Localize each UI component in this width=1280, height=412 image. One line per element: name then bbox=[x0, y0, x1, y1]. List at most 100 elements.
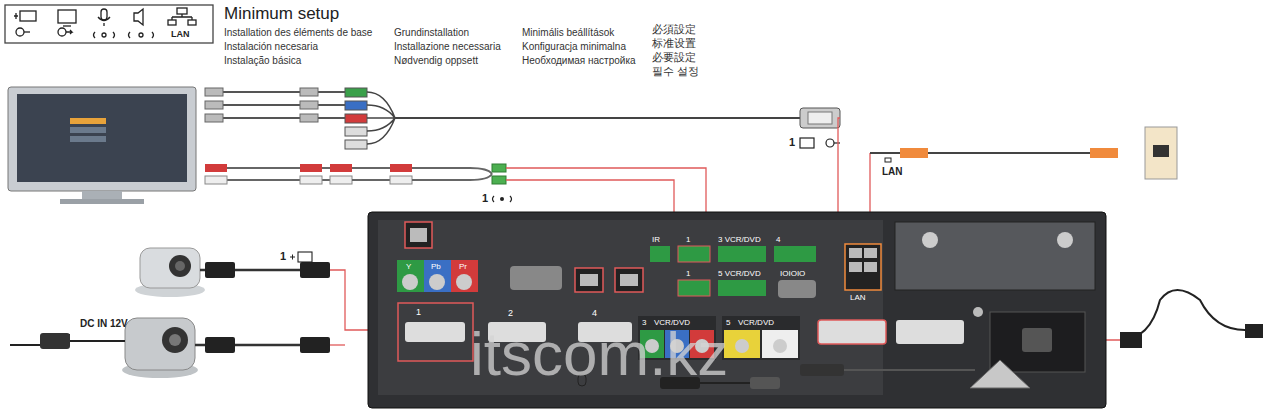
codec-rear-panel bbox=[895, 222, 1095, 290]
video-cables bbox=[205, 88, 840, 149]
codec-rear-panel bbox=[378, 220, 883, 395]
icon-strip bbox=[20, 11, 36, 21]
port-label: IR bbox=[652, 235, 660, 244]
codec-rear-panel bbox=[1057, 232, 1073, 248]
icon-strip bbox=[139, 33, 143, 37]
port-label: Y bbox=[406, 262, 411, 271]
codec-rear-panel bbox=[650, 246, 670, 262]
codec-rear-panel bbox=[722, 316, 800, 360]
lan-cable bbox=[900, 148, 928, 158]
codec-rear-panel bbox=[451, 260, 478, 292]
power-label: DC IN 12V bbox=[80, 318, 128, 330]
power-and-mic bbox=[1245, 324, 1263, 338]
power-and-mic bbox=[750, 377, 780, 389]
codec-rear-panel bbox=[973, 307, 983, 317]
icon-strip bbox=[16, 28, 24, 36]
port-label: 1 bbox=[686, 235, 690, 244]
monitor-illustration bbox=[8, 87, 196, 204]
codec-rear-panel bbox=[580, 274, 598, 286]
audio-cables bbox=[300, 176, 322, 184]
translation: Nødvendig oppsett bbox=[394, 55, 478, 67]
codec-rear-panel bbox=[718, 246, 766, 262]
video-cables bbox=[300, 101, 318, 109]
codec-rear-panel bbox=[405, 222, 432, 248]
video-cables bbox=[345, 127, 367, 136]
translation: 标准设置 bbox=[652, 37, 696, 50]
lan-cable bbox=[885, 158, 891, 162]
monitor-illustration bbox=[70, 118, 106, 124]
audio-cables bbox=[390, 164, 412, 172]
camera-illustrations bbox=[290, 255, 295, 260]
video-cables bbox=[205, 114, 223, 122]
monitor-illustration bbox=[60, 199, 144, 204]
codec-rear-panel bbox=[398, 303, 473, 361]
codec-rear-panel bbox=[368, 212, 1106, 408]
port-label: LAN bbox=[850, 293, 866, 302]
translation: 필수 설정 bbox=[652, 65, 699, 78]
codec-rear-panel bbox=[849, 248, 862, 258]
codec-rear-panel bbox=[762, 330, 798, 358]
video-cables bbox=[300, 114, 318, 122]
icon-strip bbox=[14, 13, 18, 19]
video-cables bbox=[205, 104, 350, 106]
video-cables bbox=[205, 101, 223, 109]
codec-rear-panel bbox=[620, 274, 638, 286]
codec-rear-panel bbox=[429, 274, 445, 290]
translation: Installation des éléments de base bbox=[224, 27, 372, 39]
codec-rear-panel bbox=[575, 268, 603, 292]
camera-illustrations bbox=[125, 318, 195, 370]
camera-illustrations bbox=[169, 334, 181, 346]
icon-strip bbox=[63, 25, 71, 26]
video-cables bbox=[205, 117, 350, 119]
video-cables bbox=[826, 139, 834, 147]
audio-cables bbox=[500, 197, 504, 201]
codec-rear-panel bbox=[735, 339, 749, 353]
port-label: Pb bbox=[431, 262, 441, 271]
camera-illustrations bbox=[10, 248, 330, 378]
camera-illustrations bbox=[162, 327, 188, 353]
codec-rear-panel bbox=[397, 260, 424, 292]
port-label: 1 bbox=[416, 307, 421, 317]
codec-rear-panel bbox=[402, 274, 418, 290]
port-label: 5 VCR/DVD bbox=[718, 269, 761, 278]
video-cables bbox=[395, 117, 800, 119]
icon-strip bbox=[168, 20, 176, 25]
icon-strip bbox=[58, 28, 66, 36]
icon-strip bbox=[58, 10, 76, 23]
callout-number: 1 bbox=[482, 192, 488, 205]
icon-strip bbox=[94, 32, 115, 38]
camera-illustrations bbox=[140, 248, 200, 288]
watermark: itscom.kz bbox=[470, 318, 728, 389]
icon-strip bbox=[101, 9, 107, 20]
port-label: 4 bbox=[776, 235, 780, 244]
codec-rear-panel bbox=[510, 266, 562, 290]
video-cables bbox=[808, 112, 832, 124]
lan-cable bbox=[1090, 148, 1118, 158]
audio-cables bbox=[492, 164, 506, 172]
codec-rear-panel bbox=[718, 280, 766, 296]
audio-cables bbox=[330, 164, 352, 172]
icon-strip bbox=[66, 30, 72, 34]
codec-rear-panel bbox=[845, 244, 881, 290]
icon-strip bbox=[134, 9, 143, 25]
port-label: VCR/DVD bbox=[738, 318, 774, 327]
video-cables bbox=[345, 140, 367, 149]
codec-rear-panel bbox=[990, 312, 1085, 372]
camera-illustrations bbox=[300, 262, 330, 278]
icon-strip bbox=[98, 17, 110, 26]
callout-number: 1 bbox=[280, 250, 286, 263]
translation: Необходимая настройка bbox=[522, 55, 636, 67]
lan-cable bbox=[870, 127, 1177, 179]
monitor-illustration bbox=[82, 191, 122, 199]
codec-rear-panel bbox=[368, 212, 1106, 408]
title: Minimum setup bbox=[224, 4, 339, 24]
audio-cables bbox=[493, 196, 512, 202]
camera-illustrations bbox=[169, 255, 191, 277]
icon-strip bbox=[129, 32, 154, 38]
codec-rear-panel bbox=[678, 246, 710, 262]
icon-strip bbox=[172, 14, 192, 20]
translation: Instalación necesaria bbox=[224, 41, 318, 53]
camera-illustrations bbox=[195, 270, 300, 345]
camera-illustrations bbox=[40, 333, 70, 349]
